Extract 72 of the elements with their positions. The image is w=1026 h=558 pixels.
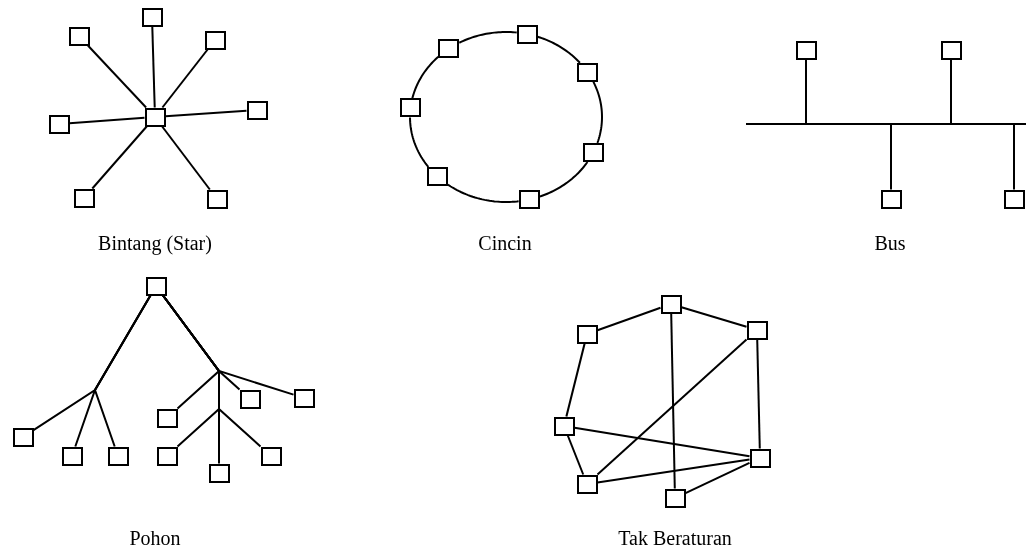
node-box	[141, 7, 163, 27]
node-box	[576, 324, 598, 344]
node-box	[664, 488, 686, 508]
node-box	[206, 189, 228, 209]
connection-line	[91, 125, 148, 190]
connection-line	[411, 55, 440, 100]
connection-line	[161, 125, 211, 191]
node-box	[246, 100, 268, 120]
connection-line	[596, 458, 751, 484]
node-box	[438, 39, 460, 59]
connection-line	[950, 58, 952, 124]
node-box	[73, 188, 95, 208]
connection-line	[458, 31, 518, 44]
connection-line	[161, 48, 209, 109]
connection-line	[164, 109, 248, 118]
connection-line	[566, 434, 585, 476]
node-box	[61, 446, 83, 466]
connection-line	[565, 342, 586, 418]
connection-line	[592, 80, 603, 144]
node-box	[144, 107, 166, 127]
node-box	[795, 40, 817, 60]
node-box	[518, 190, 540, 209]
connection-line	[805, 58, 807, 124]
caption: Cincin	[478, 231, 532, 255]
node-box	[746, 320, 768, 340]
node-box	[660, 294, 682, 314]
node-box	[156, 446, 178, 466]
bus-line	[746, 123, 1026, 125]
caption: Pohon	[129, 526, 181, 550]
node-box	[239, 389, 261, 409]
connection-line	[446, 183, 520, 203]
connection-line	[890, 124, 892, 191]
node-box	[12, 427, 34, 447]
node-box	[749, 448, 771, 468]
node-box	[940, 40, 962, 60]
caption: Bus	[874, 231, 906, 255]
node-box	[107, 446, 129, 466]
connection-line	[684, 461, 751, 495]
connection-line	[93, 294, 152, 448]
connection-line	[596, 306, 662, 332]
node-box	[145, 276, 167, 296]
node-box	[68, 26, 90, 46]
connection-line	[756, 338, 761, 450]
connection-line	[536, 35, 581, 64]
connection-line	[409, 116, 430, 168]
node-box	[293, 388, 315, 408]
node-box	[426, 167, 448, 186]
node-box	[880, 189, 902, 209]
connection-line	[680, 306, 748, 328]
node-box	[577, 62, 599, 82]
connection-line	[596, 338, 748, 476]
node-box	[576, 474, 598, 494]
connection-line	[1013, 124, 1015, 191]
connection-line	[538, 161, 589, 198]
connection-line	[670, 312, 676, 490]
node-box	[1003, 189, 1025, 209]
connection-line	[151, 25, 156, 109]
connection-line	[573, 426, 751, 458]
node-box	[156, 408, 178, 428]
node-box	[400, 98, 422, 118]
node-box	[553, 416, 575, 436]
node-box	[260, 446, 282, 466]
node-box	[516, 24, 538, 44]
connection-line	[68, 116, 146, 125]
caption: Tak Beraturan	[618, 526, 732, 550]
caption: Bintang (Star)	[98, 231, 212, 255]
node-box	[204, 30, 226, 50]
connection-line	[86, 44, 148, 109]
connection-line	[162, 294, 262, 448]
node-box	[48, 114, 70, 134]
node-box	[582, 143, 604, 162]
node-box	[208, 463, 230, 483]
